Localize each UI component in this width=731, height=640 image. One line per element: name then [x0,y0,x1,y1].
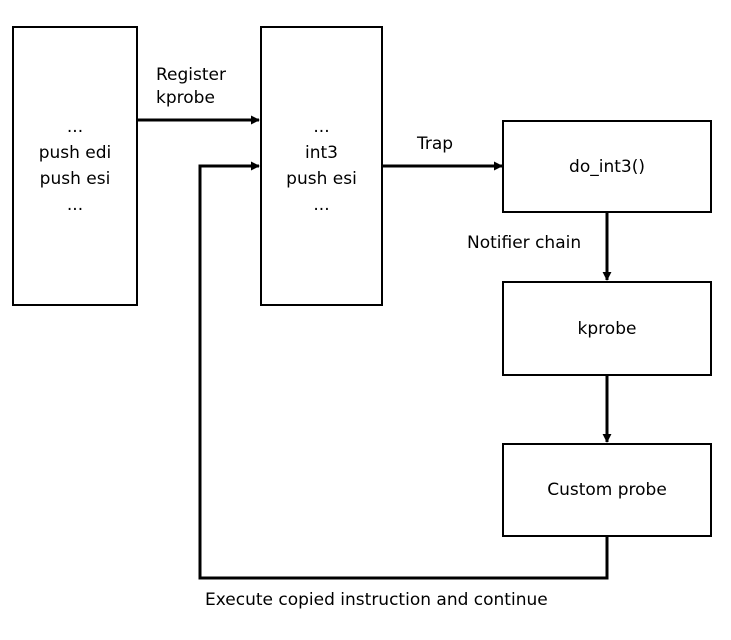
original-code-box: ... push edi push esi ... [12,26,138,306]
custom-probe-box: Custom probe [502,443,712,537]
execute-continue-arrow [198,161,609,580]
probed-code-line: push esi [286,169,357,189]
original-code-line: ... [66,117,84,137]
trap-label: Trap [417,134,454,154]
notifier-chain-label: Notifier chain [467,233,582,253]
register-kprobe-label-line: kprobe [156,88,215,108]
original-code-line: ... [66,195,84,215]
probed-code-line: ... [313,195,330,215]
probed-code-line: int3 [305,143,338,163]
kprobe-label: kprobe [577,318,637,339]
register-kprobe-label: Register kprobe [156,64,226,110]
probed-code-box: ... int3 push esi ... [260,26,383,306]
probed-code-line: ... [313,117,330,137]
do-int3-label: do_int3() [569,156,645,177]
do-int3-box: do_int3() [502,120,712,213]
original-code-line: push esi [39,169,111,189]
custom-probe-label: Custom probe [547,480,667,500]
kprobe-box: kprobe [502,281,712,376]
register-kprobe-label-line: Register [156,65,226,85]
execute-continue-label: Execute copied instruction and continue [205,590,548,610]
original-code-line: push edi [38,143,112,163]
